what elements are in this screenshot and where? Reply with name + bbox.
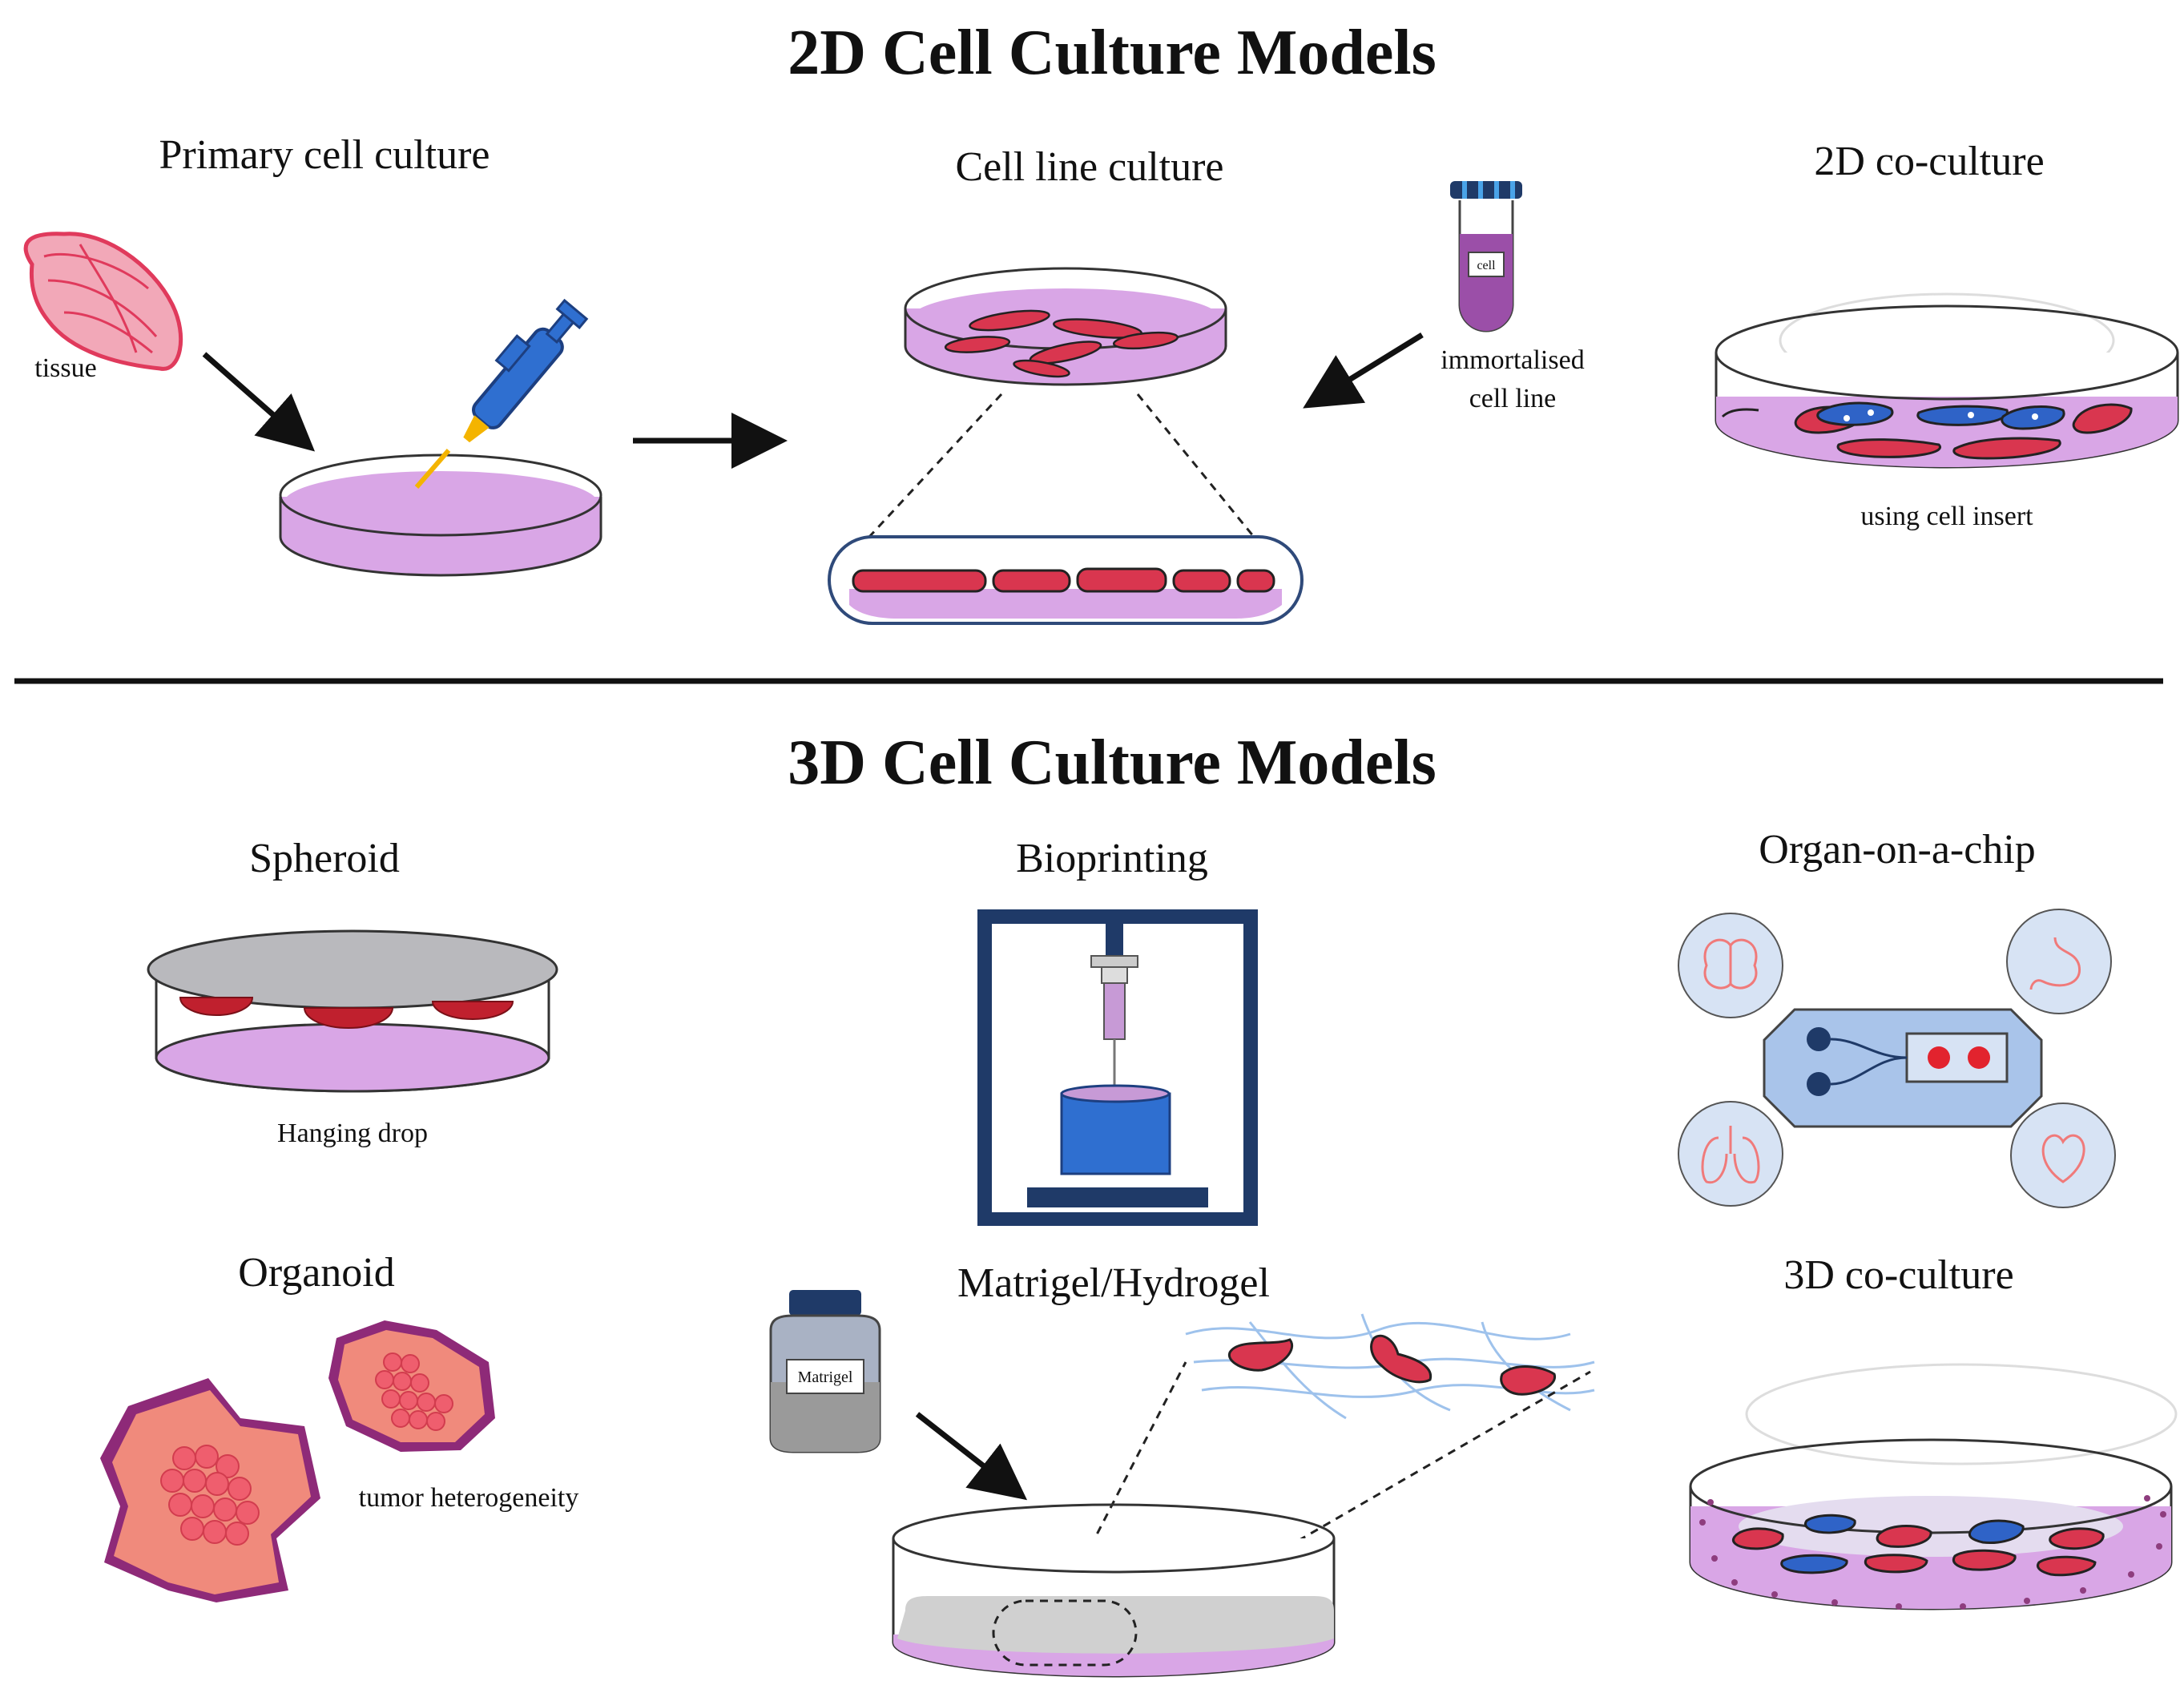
3d-coculture-dish <box>1689 1363 2178 1610</box>
matrigel-jar-label: Matrigel <box>798 1369 853 1386</box>
arrow-jar-to-dish <box>915 1412 1028 1501</box>
2d-coculture-dish <box>1715 292 2179 469</box>
tube-label: cell <box>1477 259 1496 272</box>
primary-culture-title: Primary cell culture <box>159 132 490 178</box>
pipette-icon <box>414 298 589 489</box>
organoid-title: Organoid <box>238 1250 394 1296</box>
hydrogel-cells <box>1227 1334 1556 1396</box>
hanging-drop-caption: Hanging drop <box>277 1119 428 1148</box>
section-2d-title: 2D Cell Culture Models <box>788 18 1437 88</box>
2d-coculture-title: 2D co-culture <box>1814 139 2044 184</box>
tumor-heterogeneity-caption: tumor heterogeneity <box>359 1483 579 1513</box>
matrigel-petri-dish <box>892 1503 1336 1678</box>
tissue-label: tissue <box>34 353 96 383</box>
matrigel-jar-icon: Matrigel <box>769 1290 881 1453</box>
immortalised-label-line2: cell line <box>1469 384 1557 413</box>
cell-line-zoom-panel <box>828 535 1304 625</box>
zoom-line-left <box>868 393 1003 538</box>
immortalised-cell-tube-icon: cell <box>1450 181 1522 333</box>
section-3d-title: 3D Cell Culture Models <box>788 728 1437 798</box>
cell-line-title: Cell line culture <box>955 144 1223 190</box>
arrow-tissue-to-dish <box>202 352 316 452</box>
spheroid-title: Spheroid <box>249 836 400 881</box>
organ-chip-diagram <box>1678 909 2116 1208</box>
zoom-line-right <box>1136 393 1255 538</box>
matrigel-title: Matrigel/Hydrogel <box>957 1260 1270 1306</box>
bioprinting-title: Bioprinting <box>1016 836 1208 881</box>
heart-icon <box>2010 1102 2116 1208</box>
organ-chip-title: Organ-on-a-chip <box>1759 827 2036 873</box>
organoid-large-icon <box>100 1378 320 1602</box>
primary-petri-dish <box>279 453 602 577</box>
stomach-icon <box>2006 909 2112 1014</box>
cell-line-petri-dish <box>904 267 1227 386</box>
tissue-icon <box>23 232 183 371</box>
immortalised-label-line1: immortalised <box>1441 345 1584 375</box>
3d-coculture-title: 3D co-culture <box>1783 1252 2013 1298</box>
organoid-small-icon <box>328 1320 495 1452</box>
cell-insert-caption: using cell insert <box>1860 502 2033 531</box>
bioprinter-icon <box>977 909 1258 1226</box>
arrow-tube-to-dish <box>1303 333 1424 409</box>
hanging-drop-dish <box>147 929 558 1093</box>
